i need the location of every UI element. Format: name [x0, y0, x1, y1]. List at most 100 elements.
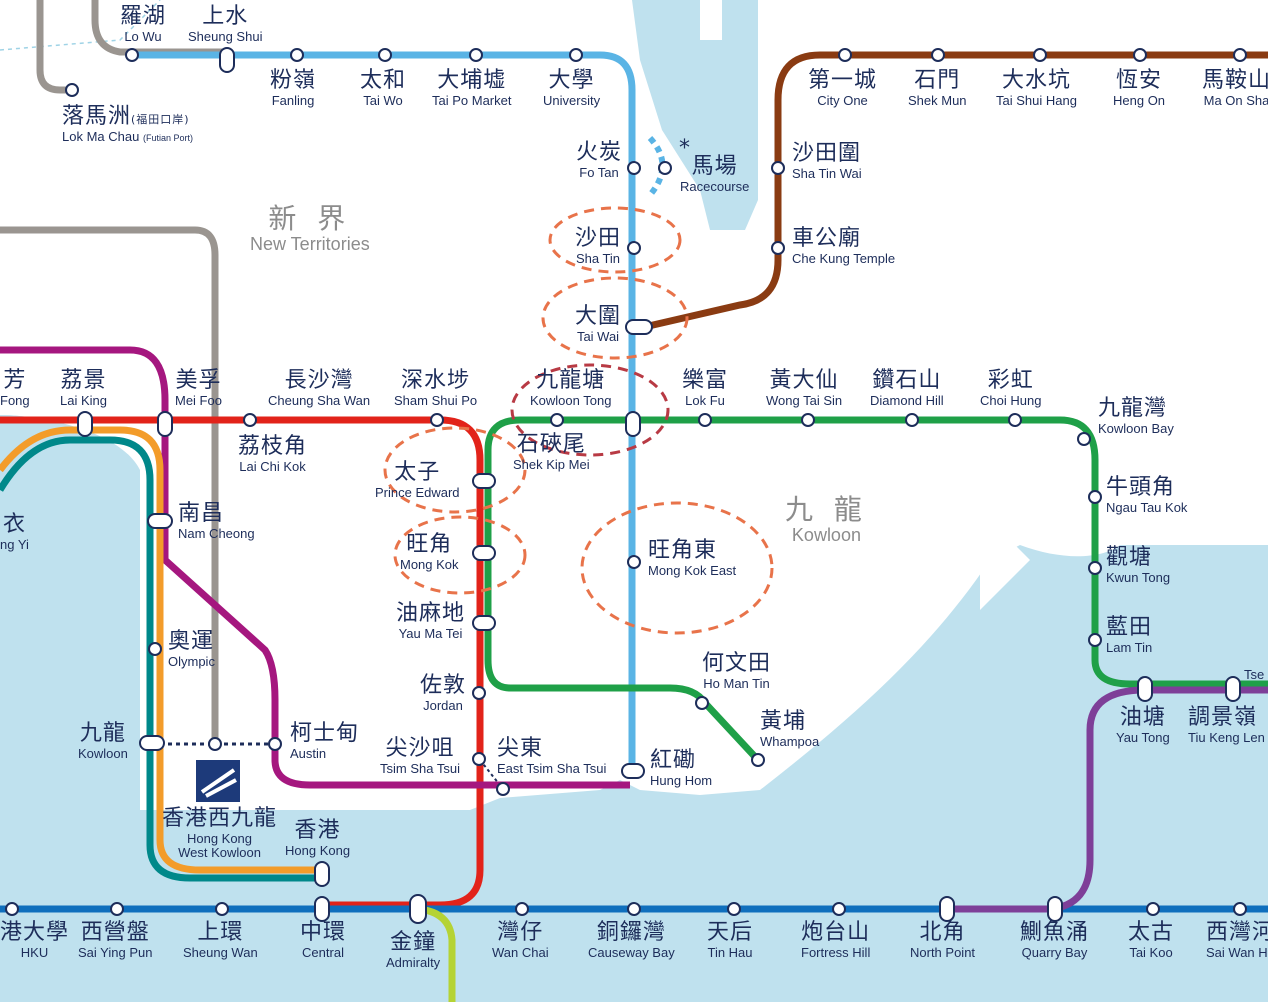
station-en: Ngau Tau Kok	[1106, 500, 1188, 515]
station-zh: 太和	[360, 68, 407, 93]
station-en: Lam Tin	[1106, 640, 1153, 655]
station-zh: 上水	[202, 4, 249, 29]
station-en: Fo Tan	[579, 165, 619, 180]
station-zh: 黃埔	[760, 709, 807, 734]
station-en: Central	[302, 945, 344, 960]
station-zh: 石硤尾	[516, 432, 586, 457]
station-zh: 太古	[1128, 920, 1175, 945]
station-zh: 九龍灣	[1098, 396, 1168, 421]
station-zh: 尖沙咀	[385, 736, 455, 761]
station-zh: 牛頭角	[1106, 475, 1176, 500]
station-zh: 西灣河	[1206, 920, 1268, 945]
station-en: Kowloon Tong	[530, 393, 612, 408]
station-zh: 上環	[197, 920, 244, 945]
station-en-line2: West Kowloon	[178, 845, 261, 860]
station-en: HKU	[20, 945, 49, 960]
station-en: Ho Man Tin	[703, 676, 770, 691]
station-en: Admiralty	[386, 955, 441, 970]
station-en: Tse	[1244, 667, 1265, 682]
station-en: Whampoa	[760, 734, 820, 749]
station-en: Sheung Wan	[183, 945, 258, 960]
station-zh: 深水埗	[401, 368, 471, 393]
station-en: Sha Tin	[575, 251, 621, 266]
station-en: Tai Wo	[363, 93, 403, 108]
station-zh: 灣仔	[497, 920, 544, 945]
station-en: Ma On Sha	[1203, 93, 1268, 108]
racecourse-spur	[647, 135, 666, 197]
station-zh: 佐敦	[420, 673, 467, 698]
tung-chung-line	[0, 426, 322, 874]
station-en: Sheung Shui	[188, 29, 263, 44]
station-tseung-kwan-o[interactable]: Tse	[1244, 668, 1264, 681]
station-en: Hong Kong	[186, 831, 253, 846]
station-lok-ma-chau[interactable]: 落馬洲(福田口岸)Lok Ma Chau (Futian Port)	[62, 106, 193, 144]
